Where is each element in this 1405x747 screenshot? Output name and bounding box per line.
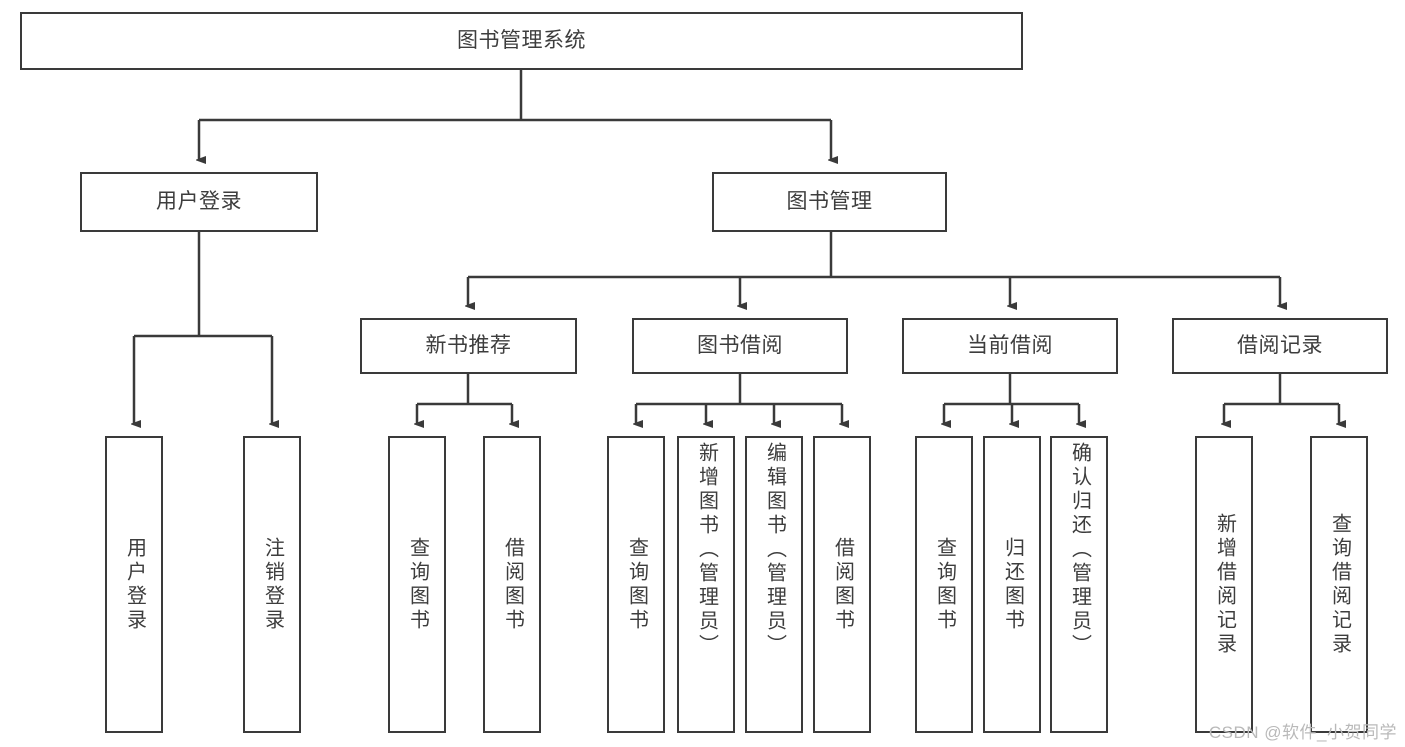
node-leaf-add-record[interactable]: 新增借阅记录 bbox=[1195, 436, 1253, 733]
node-book-borrow-label: 图书借阅 bbox=[697, 333, 783, 357]
node-leaf-return-book-label: 归还图书 bbox=[1001, 536, 1024, 633]
node-book-borrow[interactable]: 图书借阅 bbox=[632, 318, 848, 374]
node-leaf-edit-book[interactable]: 编辑图书（管理员） bbox=[745, 436, 803, 733]
node-root-system[interactable]: 图书管理系统 bbox=[20, 12, 1023, 70]
node-leaf-borrow-book-2-label: 借阅图书 bbox=[831, 536, 854, 633]
node-borrow-record-label: 借阅记录 bbox=[1237, 333, 1323, 357]
node-leaf-borrow-book-2[interactable]: 借阅图书 bbox=[813, 436, 871, 733]
node-leaf-query-book-3-label: 查询图书 bbox=[933, 536, 956, 633]
node-leaf-query-book-2[interactable]: 查询图书 bbox=[607, 436, 665, 733]
node-leaf-add-record-label: 新增借阅记录 bbox=[1213, 512, 1236, 657]
node-user-login-label: 用户登录 bbox=[156, 189, 242, 213]
node-leaf-user-login[interactable]: 用户登录 bbox=[105, 436, 163, 733]
node-new-book-recommend-label: 新书推荐 bbox=[425, 333, 512, 357]
node-book-manage[interactable]: 图书管理 bbox=[712, 172, 947, 232]
node-new-book-recommend[interactable]: 新书推荐 bbox=[360, 318, 577, 374]
node-root-label: 图书管理系统 bbox=[457, 28, 586, 52]
node-leaf-edit-book-label: 编辑图书（管理员） bbox=[763, 442, 786, 658]
node-leaf-query-book-3[interactable]: 查询图书 bbox=[915, 436, 973, 733]
node-leaf-add-book-label: 新增图书（管理员） bbox=[695, 442, 718, 658]
node-leaf-query-record[interactable]: 查询借阅记录 bbox=[1310, 436, 1368, 733]
node-leaf-confirm-return[interactable]: 确认归还（管理员） bbox=[1050, 436, 1108, 733]
node-leaf-query-book-1-label: 查询图书 bbox=[406, 536, 429, 633]
node-user-login[interactable]: 用户登录 bbox=[80, 172, 318, 232]
node-leaf-borrow-book-1-label: 借阅图书 bbox=[501, 536, 524, 633]
node-current-borrow[interactable]: 当前借阅 bbox=[902, 318, 1118, 374]
node-leaf-user-login-label: 用户登录 bbox=[123, 536, 146, 633]
node-leaf-logout-label: 注销登录 bbox=[261, 536, 284, 633]
node-leaf-query-record-label: 查询借阅记录 bbox=[1328, 512, 1351, 657]
node-leaf-confirm-return-label: 确认归还（管理员） bbox=[1068, 442, 1091, 658]
node-book-manage-label: 图书管理 bbox=[786, 189, 873, 213]
node-leaf-logout[interactable]: 注销登录 bbox=[243, 436, 301, 733]
node-borrow-record[interactable]: 借阅记录 bbox=[1172, 318, 1388, 374]
node-leaf-add-book[interactable]: 新增图书（管理员） bbox=[677, 436, 735, 733]
node-current-borrow-label: 当前借阅 bbox=[967, 333, 1053, 357]
node-leaf-return-book[interactable]: 归还图书 bbox=[983, 436, 1041, 733]
node-leaf-borrow-book-1[interactable]: 借阅图书 bbox=[483, 436, 541, 733]
node-leaf-query-book-2-label: 查询图书 bbox=[625, 536, 648, 633]
node-leaf-query-book-1[interactable]: 查询图书 bbox=[388, 436, 446, 733]
